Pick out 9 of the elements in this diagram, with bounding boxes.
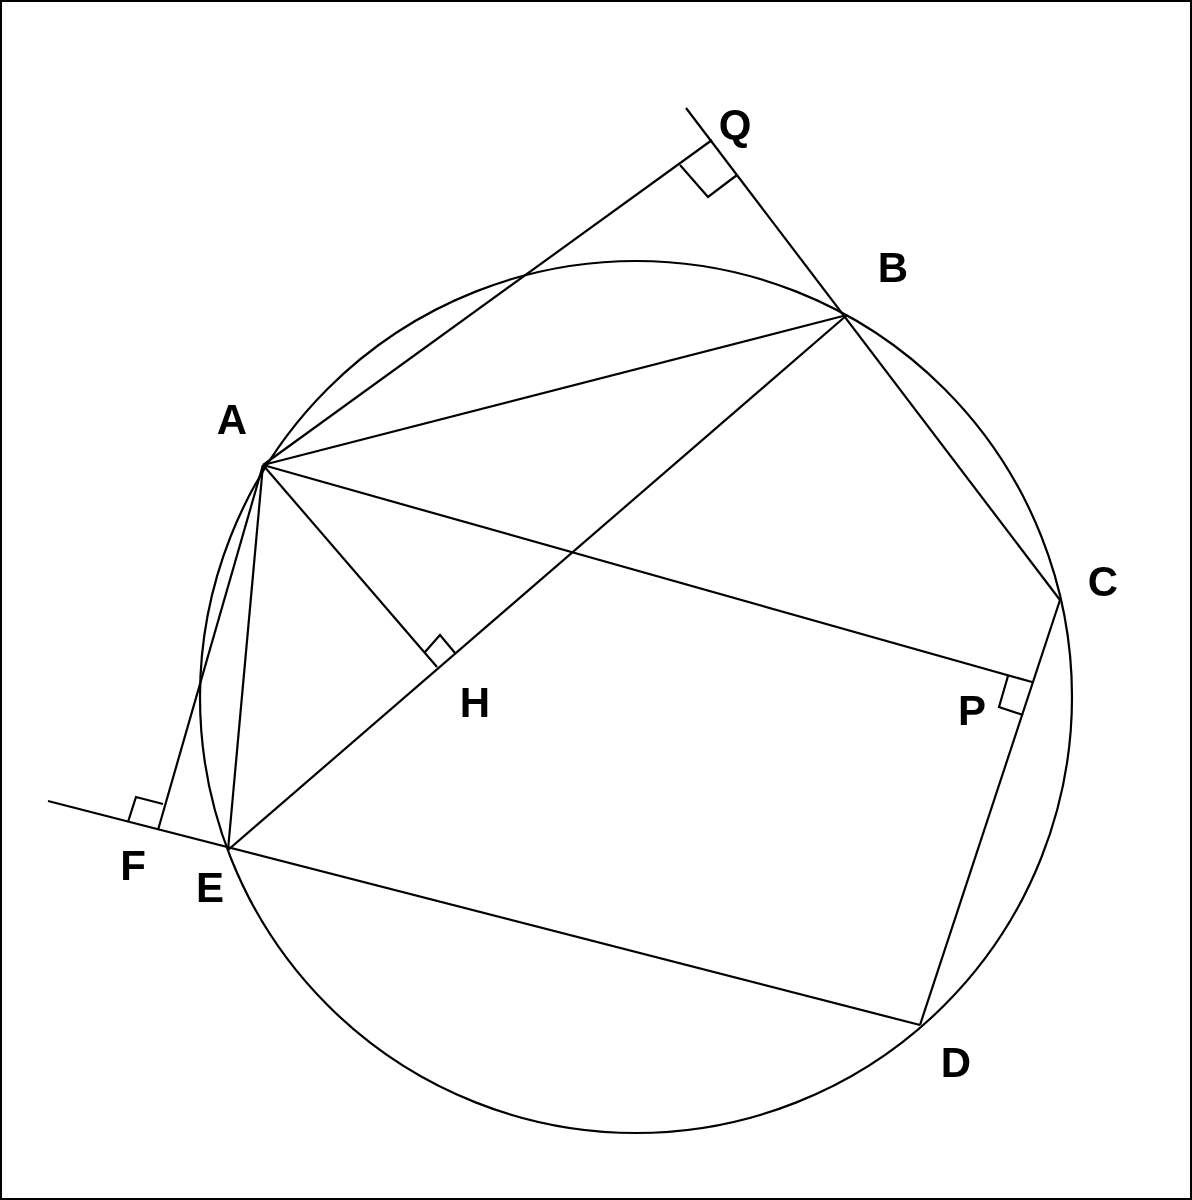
point-label: E	[196, 867, 224, 909]
point-label: D	[940, 1042, 972, 1084]
point-label: Q	[718, 104, 752, 146]
point-label: B	[877, 247, 909, 289]
point-label: P	[958, 690, 986, 732]
point-label: H	[459, 682, 491, 724]
point-label: A	[216, 399, 248, 441]
point-label: C	[1087, 561, 1119, 603]
point-label: F	[120, 845, 146, 887]
